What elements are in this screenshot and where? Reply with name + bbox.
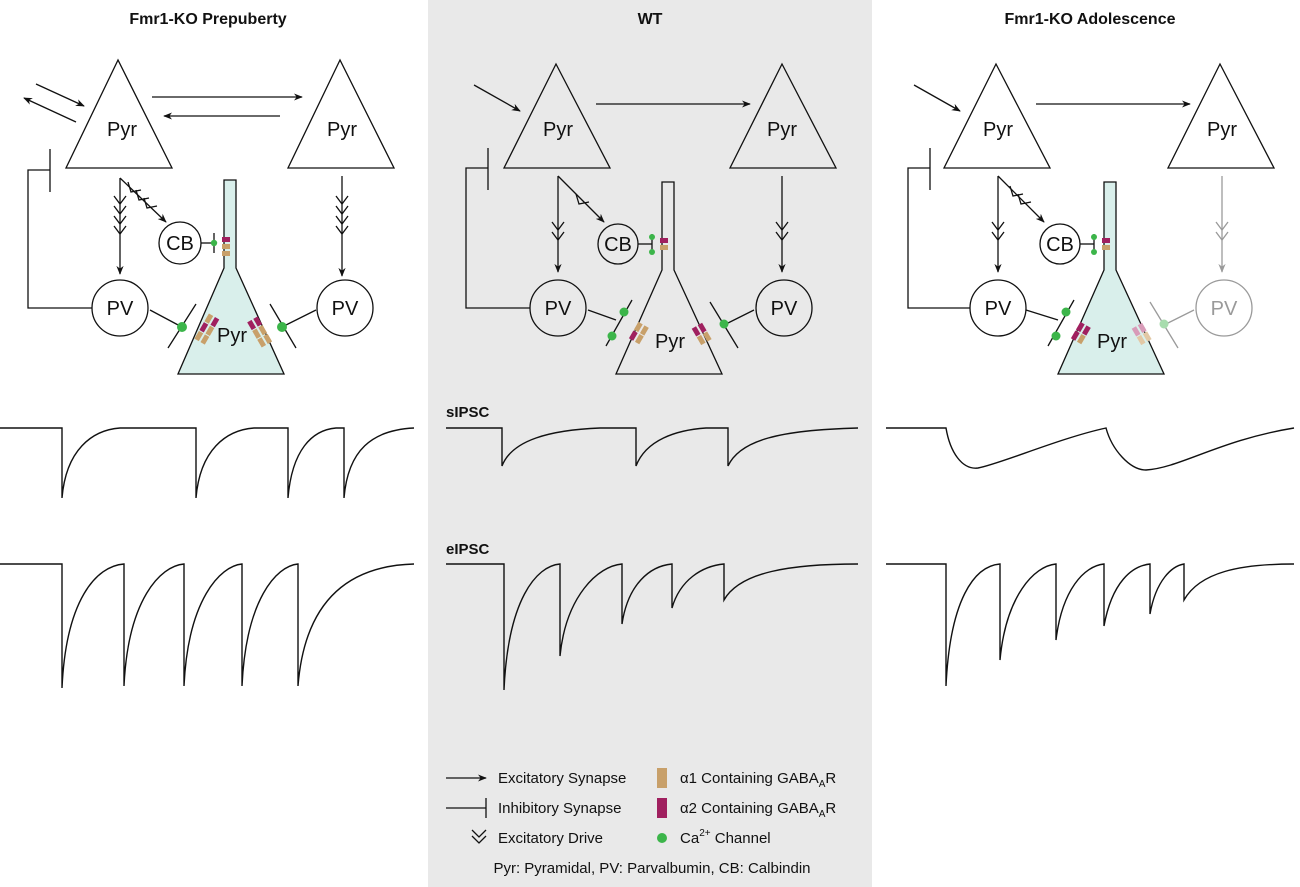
- pyramidal-neuron: [728, 62, 838, 169]
- legend: Excitatory Synapse Inhibitory Synapse Ex…: [446, 768, 836, 877]
- parvalbumin-neuron-faded: [1195, 279, 1253, 337]
- calbindin-label: CB: [166, 233, 194, 255]
- eipsc-trace-left: [0, 563, 415, 689]
- parvalbumin-neuron: [755, 279, 813, 337]
- legend-abbreviations: Pyr: Pyramidal, PV: Parvalbumin, CB: Cal…: [493, 860, 810, 877]
- parvalbumin-neuron: [91, 279, 149, 337]
- calcium-channel-icon: [657, 833, 667, 843]
- postsynaptic-pyramidal-neuron: [1057, 181, 1166, 375]
- postsynaptic-pyramidal-neuron: [615, 181, 724, 375]
- parvalbumin-label: PV: [771, 298, 798, 320]
- panel-title-right: Fmr1-KO Adolescence: [1004, 11, 1175, 28]
- pyramidal-label: Pyr: [327, 119, 357, 141]
- pyramidal-label: Pyr: [655, 331, 685, 353]
- middle-circuit: Pyr Pyr CB PV PV Pyr: [465, 62, 838, 375]
- pyramidal-neuron: [1166, 62, 1276, 169]
- legend-calcium-channel: Ca2+ Channel: [680, 828, 771, 847]
- calbindin-label: CB: [604, 234, 632, 256]
- pyramidal-neuron: [286, 58, 396, 169]
- pyramidal-label: Pyr: [217, 325, 247, 347]
- pyramidal-neuron: [502, 62, 612, 169]
- excitatory-drive-icon: [471, 829, 487, 844]
- pyramidal-neuron: [64, 58, 174, 169]
- pyramidal-label: Pyr: [1207, 119, 1237, 141]
- sipsc-trace-right: [886, 427, 1295, 471]
- parvalbumin-label: PV: [545, 298, 572, 320]
- panel-title-middle: WT: [638, 11, 663, 28]
- calbindin-label: CB: [1046, 234, 1074, 256]
- eipsc-trace-middle: [446, 563, 859, 691]
- legend-alpha2-receptor: α2 Containing GABAAR: [680, 800, 836, 820]
- legend-excitatory-drive: Excitatory Drive: [498, 830, 603, 847]
- parvalbumin-label: PV: [107, 298, 134, 320]
- parvalbumin-neuron: [969, 279, 1027, 337]
- legend-excitatory-synapse: Excitatory Synapse: [498, 770, 626, 787]
- legend-alpha1-receptor: α1 Containing GABAAR: [680, 770, 836, 790]
- pyramidal-label: Pyr: [1097, 331, 1127, 353]
- parvalbumin-label: PV: [1211, 298, 1238, 320]
- sipsc-trace-middle: [446, 427, 859, 467]
- parvalbumin-label: PV: [332, 298, 359, 320]
- eipsc-label: eIPSC: [446, 541, 490, 558]
- eipsc-trace-right: [886, 563, 1295, 687]
- parvalbumin-label: PV: [985, 298, 1012, 320]
- parvalbumin-neuron: [529, 279, 587, 337]
- legend-inhibitory-synapse: Inhibitory Synapse: [498, 800, 621, 817]
- alpha2-receptor-icon: [657, 798, 667, 818]
- alpha1-receptor-icon: [657, 768, 667, 788]
- sipsc-trace-left: [0, 427, 415, 499]
- pyramidal-neuron: [942, 62, 1052, 169]
- left-circuit: Pyr Pyr CB PV: [23, 58, 396, 375]
- panel-title-left: Fmr1-KO Prepuberty: [129, 11, 286, 28]
- pyramidal-label: Pyr: [107, 119, 137, 141]
- sipsc-label: sIPSC: [446, 404, 490, 421]
- parvalbumin-neuron: [316, 279, 374, 337]
- right-circuit: Pyr Pyr CB PV PV Pyr: [907, 62, 1276, 375]
- pyramidal-label: Pyr: [543, 119, 573, 141]
- pyramidal-label: Pyr: [983, 119, 1013, 141]
- pyramidal-label: Pyr: [767, 119, 797, 141]
